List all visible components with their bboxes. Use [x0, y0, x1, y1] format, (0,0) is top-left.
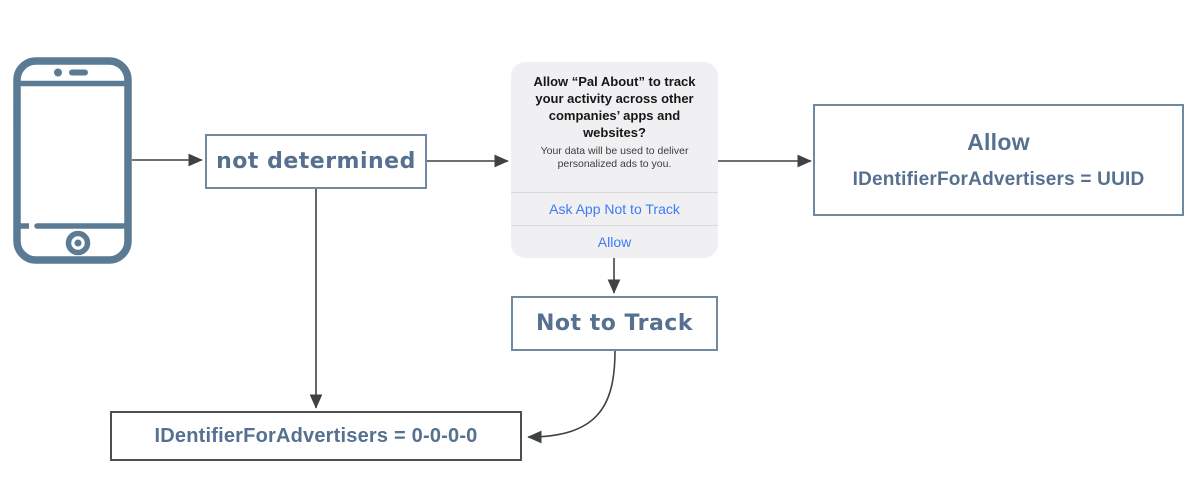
node-idfa-zero-label: IDentifierForAdvertisers = 0-0-0-0	[154, 424, 478, 447]
node-allow-result-title: Allow	[967, 129, 1030, 155]
ios-tracking-dialog: Allow “Pal About” to track your activity…	[511, 62, 718, 258]
node-not-to-track: Not to Track	[511, 296, 718, 351]
dialog-spacer	[511, 172, 718, 192]
node-not-determined-label: not determined	[216, 149, 416, 174]
ask-app-not-to-track-button[interactable]: Ask App Not to Track	[549, 201, 680, 217]
allow-button[interactable]: Allow	[597, 234, 632, 250]
node-allow-result-detail: IDentifierForAdvertisers = UUID	[852, 169, 1145, 190]
node-not-determined: not determined	[205, 134, 427, 189]
dialog-subtitle: Your data will be used to deliver person…	[540, 144, 689, 171]
node-allow-result: Allow IDentifierForAdvertisers = UUID	[813, 104, 1184, 216]
dialog-divider	[511, 192, 718, 193]
dialog-title: Allow “Pal About” to track your activity…	[533, 74, 696, 141]
dialog-divider	[511, 225, 718, 226]
node-idfa-zero: IDentifierForAdvertisers = 0-0-0-0	[110, 411, 522, 461]
smartphone-icon	[13, 57, 132, 264]
arrow-not-to-track-to-idfa-zero	[527, 350, 616, 444]
node-not-to-track-label: Not to Track	[536, 311, 693, 336]
